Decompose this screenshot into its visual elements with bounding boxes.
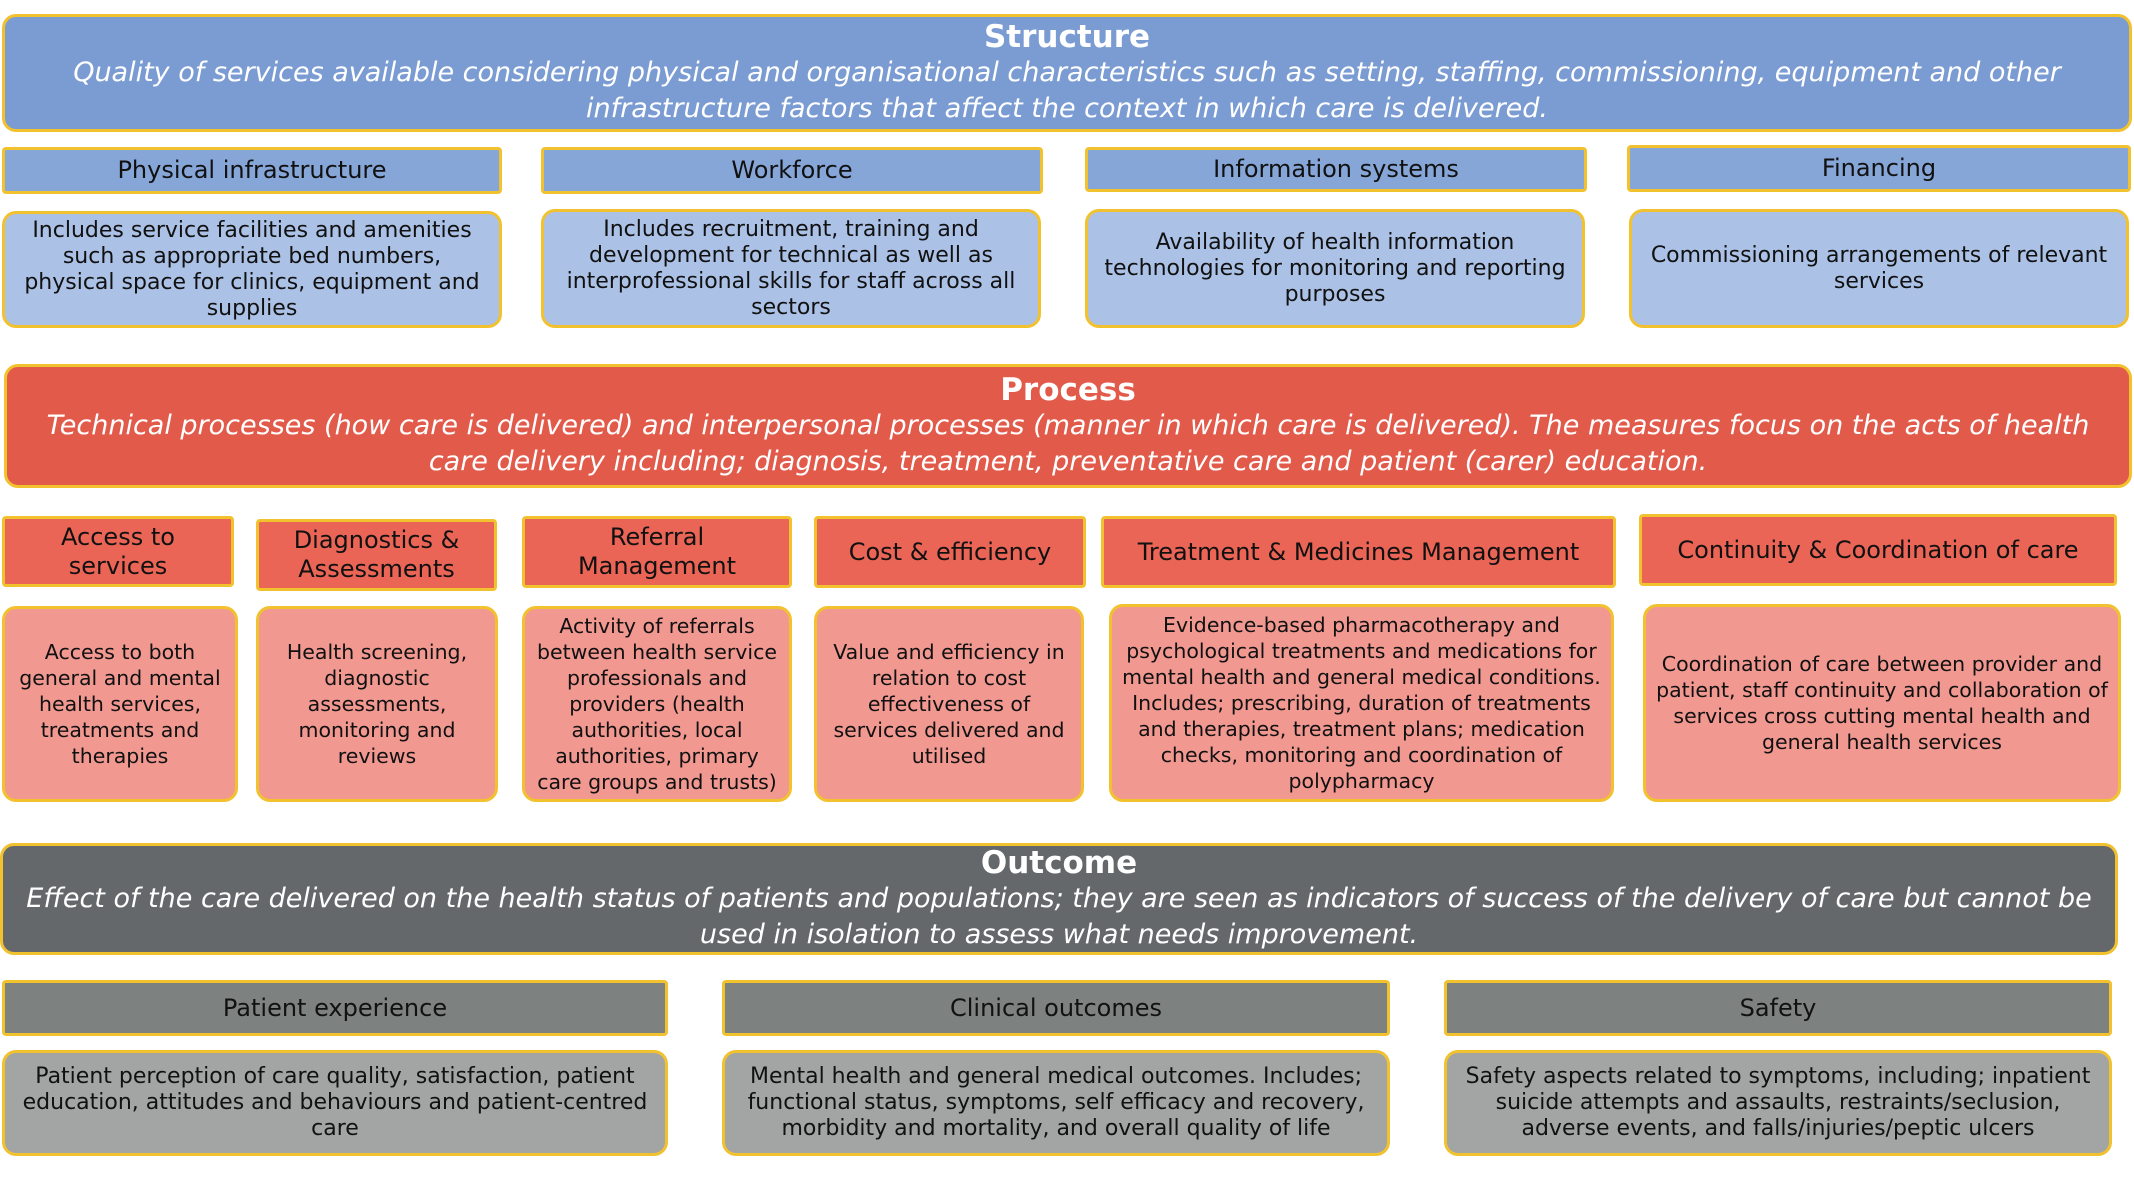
category-label: Physical infrastructure <box>117 156 387 184</box>
description-treatment-medicines: Evidence-based pharmacotherapy and psych… <box>1109 604 1614 802</box>
category-label: Information systems <box>1213 155 1459 183</box>
category-physical-infrastructure: Physical infrastructure <box>2 147 502 194</box>
process-title: Process <box>1000 372 1136 408</box>
category-description: Includes recruitment, training and devel… <box>566 216 1016 320</box>
category-referral-management: Referral Management <box>522 516 792 588</box>
category-safety: Safety <box>1444 980 2112 1036</box>
category-description: Coordination of care between provider an… <box>1656 652 2108 754</box>
category-description: Mental health and general medical outcom… <box>747 1064 1365 1141</box>
description-access-to-services: Access to both general and mental health… <box>2 606 238 802</box>
category-description: Evidence-based pharmacotherapy and psych… <box>1122 613 1601 793</box>
category-label: Patient experience <box>222 993 448 1022</box>
category-label: Diagnostics & Assessments <box>293 526 460 583</box>
category-label: Workforce <box>731 156 853 184</box>
category-label: Clinical outcomes <box>949 993 1162 1022</box>
category-diagnostics-assessments: Diagnostics & Assessments <box>256 519 497 591</box>
category-label: Financing <box>1821 154 1937 182</box>
outcome-banner: Outcome Effect of the care delivered on … <box>0 843 2118 955</box>
description-referral-management: Activity of referrals between health ser… <box>522 606 792 802</box>
category-label: Access to services <box>61 522 175 580</box>
structure-description: Quality of services available considerin… <box>73 57 2061 124</box>
category-treatment-medicines: Treatment & Medicines Management <box>1101 516 1616 588</box>
description-diagnostics-assessments: Health screening, diagnostic assessments… <box>256 606 498 802</box>
category-label: Cost & efficiency <box>848 537 1052 566</box>
category-patient-experience: Patient experience <box>2 980 668 1036</box>
description-physical-infrastructure: Includes service facilities and amenitie… <box>2 211 502 328</box>
category-description: Activity of referrals between health ser… <box>536 614 777 794</box>
structure-title: Structure <box>983 19 1151 55</box>
description-patient-experience: Patient perception of care quality, sati… <box>2 1050 668 1156</box>
description-cost-efficiency: Value and efficiency in relation to cost… <box>814 606 1084 802</box>
category-description: Safety aspects related to symptoms, incl… <box>1465 1064 2091 1141</box>
category-information-systems: Information systems <box>1085 147 1587 192</box>
category-label: Referral Management <box>577 523 737 580</box>
category-financing: Financing <box>1627 145 2131 192</box>
category-label: Continuity & Coordination of care <box>1677 535 2079 564</box>
category-description: Patient perception of care quality, sati… <box>22 1064 648 1141</box>
category-description: Commissioning arrangements of relevant s… <box>1650 242 2108 294</box>
outcome-description: Effect of the care delivered on the heal… <box>26 883 2092 950</box>
process-banner: Process Technical processes (how care is… <box>4 364 2132 488</box>
description-workforce: Includes recruitment, training and devel… <box>541 209 1041 328</box>
outcome-title: Outcome <box>980 845 1138 881</box>
description-information-systems: Availability of health information techn… <box>1085 209 1585 328</box>
category-description: Value and efficiency in relation to cost… <box>833 640 1065 768</box>
category-clinical-outcomes: Clinical outcomes <box>722 980 1390 1036</box>
structure-banner: Structure Quality of services available … <box>2 14 2132 132</box>
category-description: Health screening, diagnostic assessments… <box>286 640 468 768</box>
category-label: Treatment & Medicines Management <box>1137 537 1580 566</box>
description-financing: Commissioning arrangements of relevant s… <box>1629 209 2129 328</box>
description-safety: Safety aspects related to symptoms, incl… <box>1444 1050 2112 1156</box>
description-clinical-outcomes: Mental health and general medical outcom… <box>722 1050 1390 1156</box>
category-description: Includes service facilities and amenitie… <box>24 217 480 321</box>
category-label: Safety <box>1739 993 1817 1022</box>
category-continuity-coordination: Continuity & Coordination of care <box>1639 514 2117 586</box>
process-description: Technical processes (how care is deliver… <box>46 410 2090 477</box>
category-description: Availability of health information techn… <box>1104 229 1566 307</box>
category-cost-efficiency: Cost & efficiency <box>814 516 1086 588</box>
description-continuity-coordination: Coordination of care between provider an… <box>1643 604 2121 802</box>
category-description: Access to both general and mental health… <box>19 640 221 768</box>
category-access-to-services: Access to services <box>2 516 234 587</box>
category-workforce: Workforce <box>541 147 1043 194</box>
